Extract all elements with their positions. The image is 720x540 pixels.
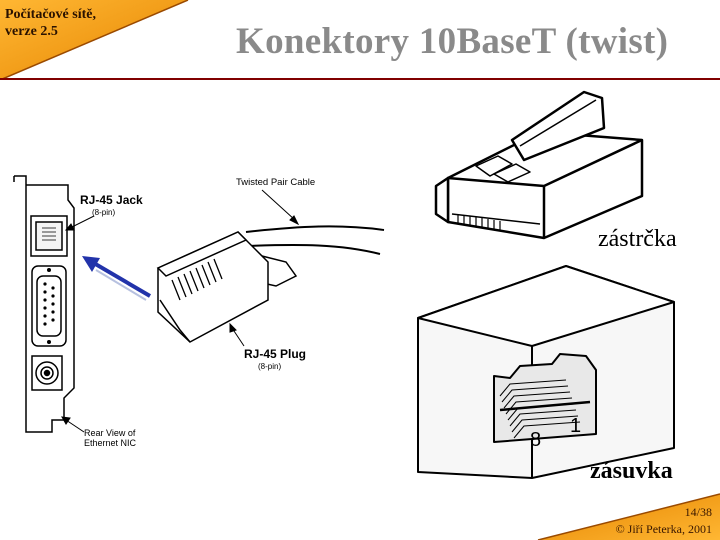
course-line-2: verze 2.5	[5, 24, 58, 39]
title-divider	[0, 78, 720, 80]
rj45-plug-side-drawing	[156, 225, 385, 343]
rear-view-label-2: Ethernet NIC	[84, 438, 137, 448]
course-name: Počítačové sítě, verze 2.5	[5, 6, 96, 40]
socket-caption: zásuvka	[590, 458, 673, 484]
jack-label: RJ-45 Jack	[80, 193, 143, 207]
rj45-socket-drawing	[417, 265, 675, 479]
plug-label: RJ-45 Plug	[244, 347, 306, 361]
label-pointers	[61, 189, 300, 433]
socket-pin-8: 8	[530, 429, 541, 451]
socket-pin-1: 1	[570, 415, 581, 437]
plug-sub-label: (8-pin)	[258, 362, 281, 371]
corner-decoration-top	[0, 0, 189, 80]
cable-label: Twisted Pair Cable	[236, 177, 315, 188]
rear-view-label-1: Rear View of	[84, 428, 136, 438]
nic-bracket-drawing	[13, 175, 75, 433]
rj45-plug-3d-drawing	[434, 90, 644, 240]
jack-sub-label: (8-pin)	[92, 208, 115, 217]
slide-title: Konektory 10BaseT (twist)	[236, 21, 669, 62]
plug-caption: zástrčka	[598, 226, 677, 252]
copyright: © Jiří Peterka, 2001	[615, 522, 712, 536]
insert-arrow	[82, 256, 152, 301]
page-number: 14/38	[684, 505, 712, 519]
course-line-1: Počítačové sítě,	[5, 7, 96, 22]
